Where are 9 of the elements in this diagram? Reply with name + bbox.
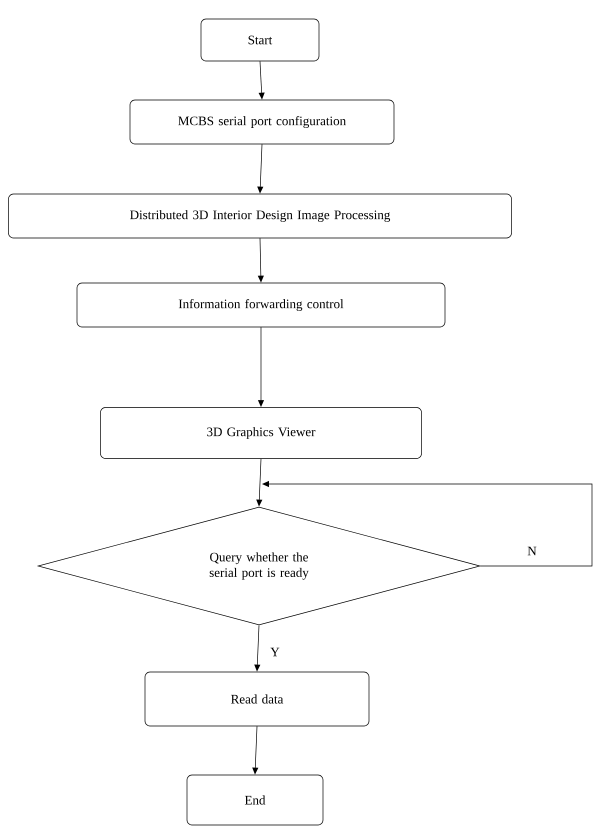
edge-label: N (526, 546, 538, 556)
process-box: MCBS serial port configuration (130, 100, 394, 144)
process-box: Start (200, 18, 320, 62)
process-box: Read data (144, 672, 370, 726)
edge-label: Y (269, 646, 281, 658)
process-box: 3D Graphics Viewer (100, 407, 422, 459)
process-box: Information forwarding control (76, 282, 446, 328)
process-box: End (186, 774, 324, 826)
process-box: Distributed 3D Interior Design Image Processing (8, 194, 512, 238)
